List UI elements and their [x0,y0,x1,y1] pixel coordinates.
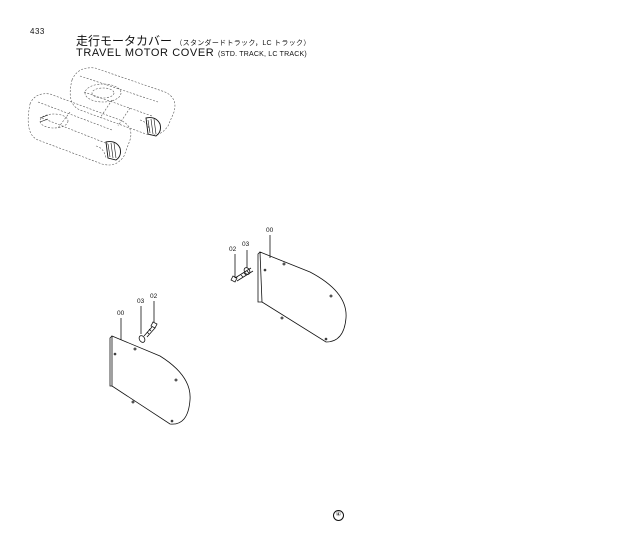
undercarriage-overview-sketch [27,67,176,166]
left-bolt [143,321,158,338]
left-cover-assembly [109,301,191,425]
title-english-sub: (STD. TRACK, LC TRACK) [218,51,307,58]
title-japanese-main: 走行モータカバー [76,34,173,48]
right-cover-assembly [230,235,347,343]
page-number: 433 [30,27,45,36]
right-washer [243,267,251,275]
callout-left-washer: 03 [137,298,145,305]
left-cover-plate [111,335,191,425]
title-english: TRAVEL MOTOR COVER (STD. TRACK, LC TRACK… [76,47,307,59]
left-washer [138,335,146,343]
callout-left-cover: 00 [117,310,125,317]
title-japanese: 走行モータカバー （スタンダードトラック，LC トラック） [76,32,311,49]
right-cover-flange [257,251,262,303]
callout-right-cover: 00 [266,227,274,234]
callout-right-bolt: 02 [229,246,237,253]
title-japanese-sub: （スタンダードトラック，LC トラック） [175,40,311,47]
callout-right-washer: 03 [242,241,250,248]
footer-mark: ④ [333,510,344,521]
title-english-main: TRAVEL MOTOR COVER [76,47,215,59]
right-bolt [230,267,254,283]
callout-left-bolt: 02 [150,293,158,300]
left-cover-flange [109,335,113,387]
right-cover-plate [259,251,347,343]
